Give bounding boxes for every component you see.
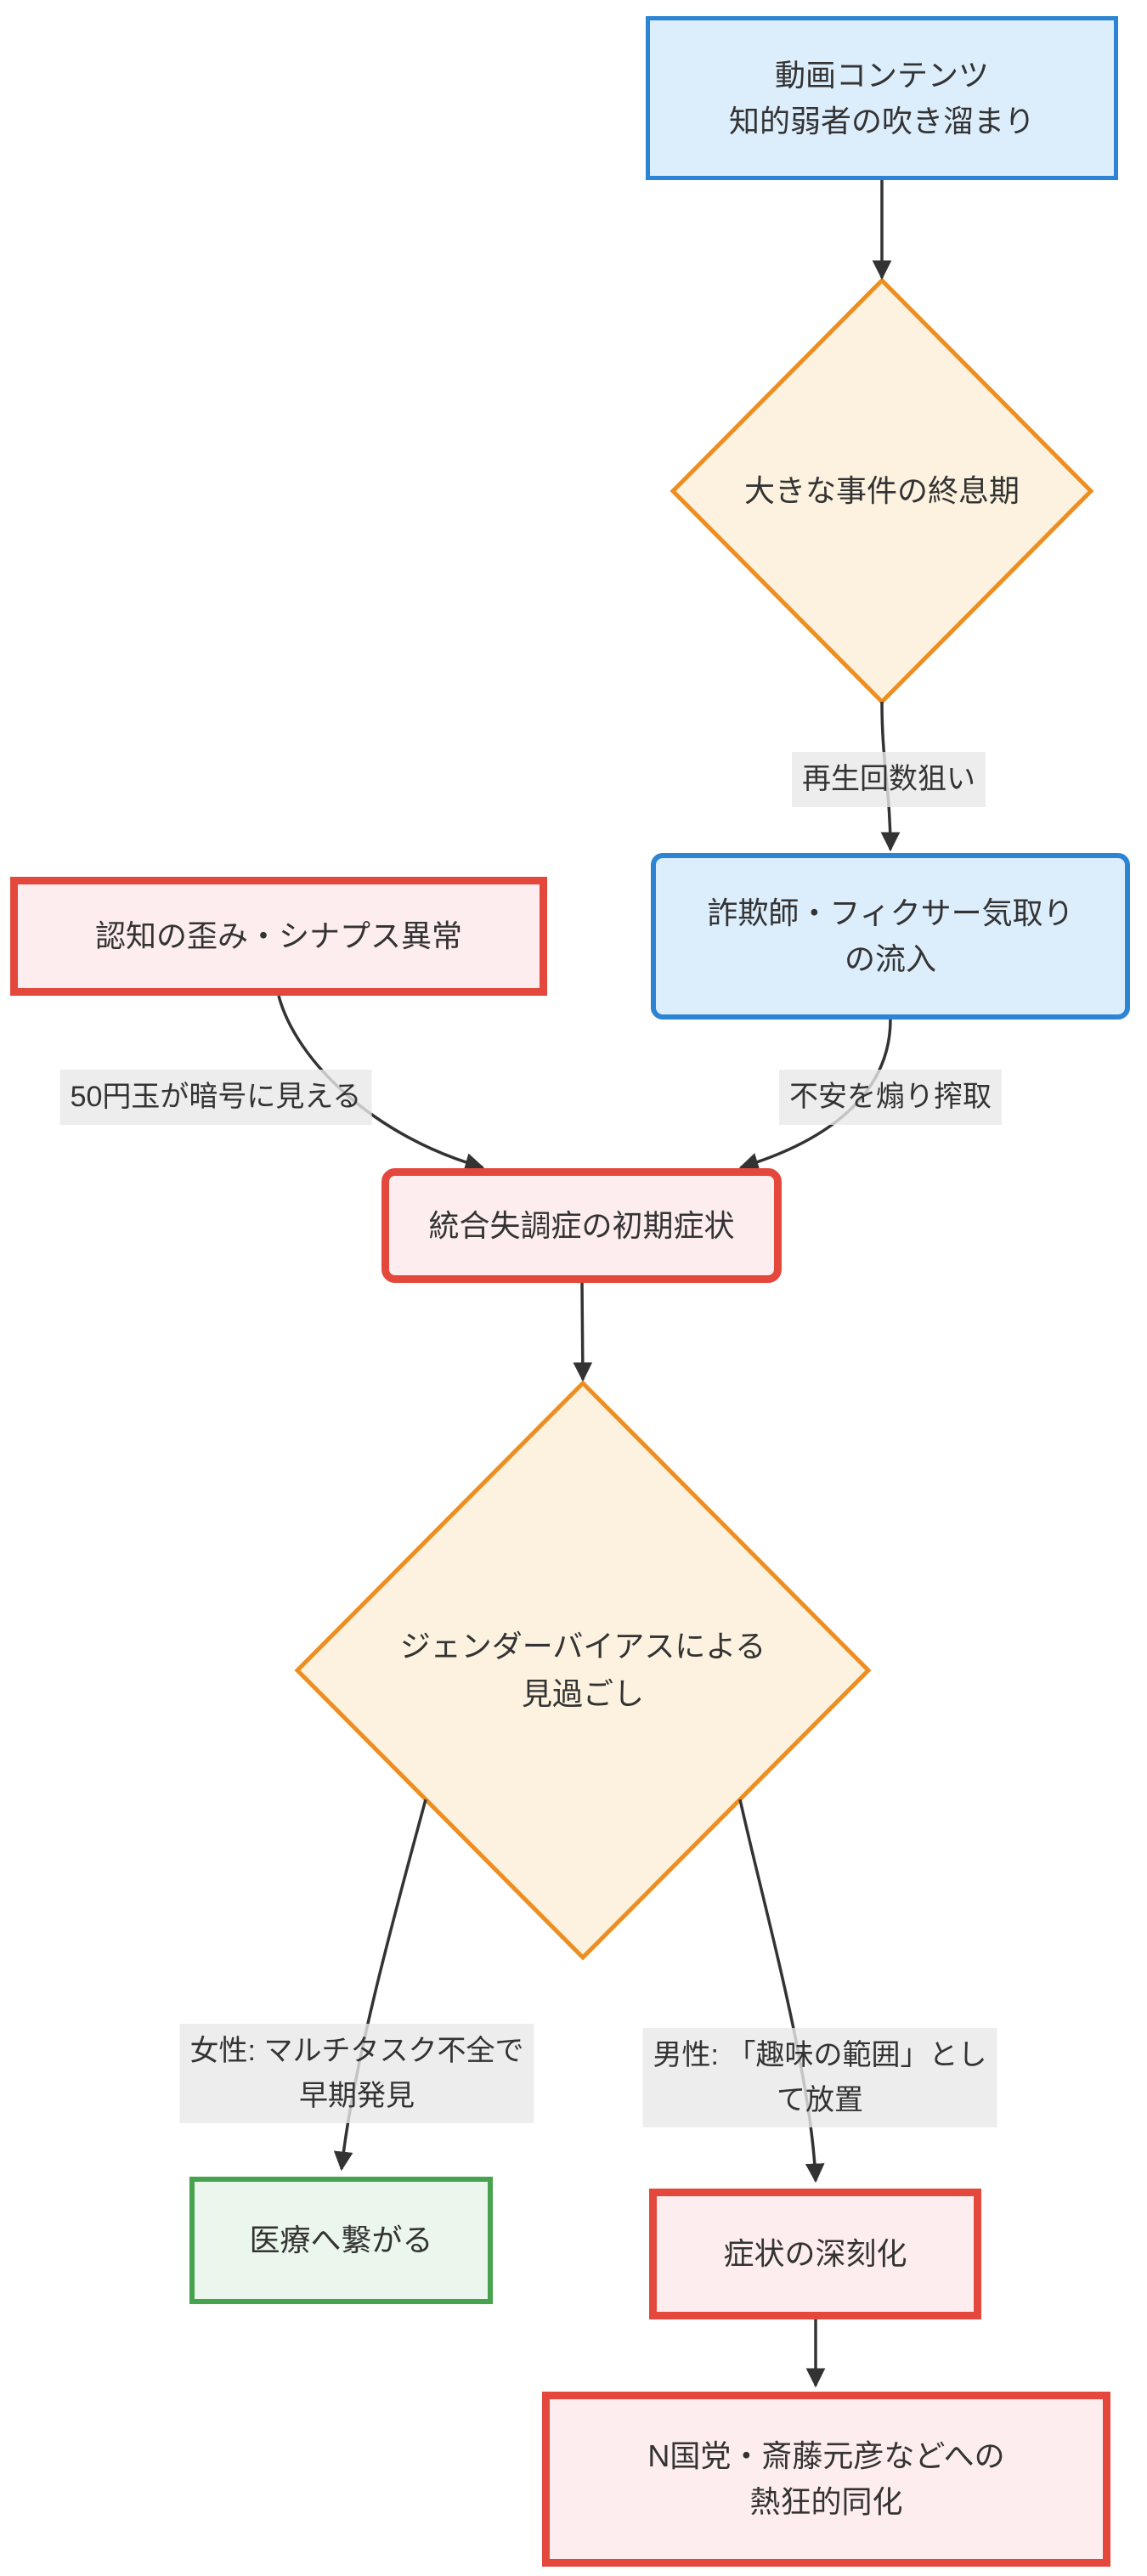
node-text-line: 医療へ繋がる [249, 2223, 433, 2257]
node-text-line: 動画コンテンツ [774, 57, 989, 93]
node-text-line: 症状の深刻化 [723, 2236, 907, 2271]
node-text-line: 詐欺師・フィクサー気取り [707, 895, 1074, 930]
edge-E-F [573, 1282, 593, 1382]
node-scammer-influx: 詐欺師・フィクサー気取り の流入 [651, 853, 1130, 1020]
edge-label-50yen-code: 50円玉が暗号に見える [59, 1070, 372, 1125]
node-symptom-worsening: 症状の深刻化 [649, 2189, 981, 2319]
node-schizophrenia-early-symptoms: 統合失調症の初期症状 [381, 1168, 782, 1283]
node-text-line: の流入 [844, 941, 936, 976]
edge-label-line: 女性: マルチタスク不全で [189, 2035, 524, 2067]
edge-label-line: 男性: 「趣味の範囲」とし [653, 2039, 987, 2071]
edge-label-text: 再生回数狙い [802, 763, 975, 795]
node-cognitive-distortion: 認知の歪み・シナプス異常 [10, 877, 547, 996]
edge-label-female-early-detect: 女性: マルチタスク不全で 早期発見 [179, 2024, 534, 2124]
edge-label-text: 50円玉が暗号に見える [70, 1081, 362, 1113]
edge-label-view-count: 再生回数狙い [792, 752, 986, 807]
edge-label-exploit-anxiety: 不安を煽り搾取 [779, 1070, 1002, 1125]
node-text-line: 統合失調症の初期症状 [428, 1207, 735, 1243]
node-medical-care: 医療へ繋がる [189, 2177, 493, 2304]
edge-label-text: 不安を煽り搾取 [789, 1081, 992, 1113]
node-text-line: 知的弱者の吹き溜まり [728, 103, 1035, 138]
node-text-line: N国党・斎藤元彦などへの [647, 2438, 1005, 2473]
node-text-line: 熱狂的同化 [749, 2484, 903, 2519]
diamond-major-incident [670, 277, 1094, 705]
diamond-gender-bias [294, 1380, 872, 1961]
edge-label-line: 早期発見 [299, 2079, 415, 2112]
edge-label-line: て放置 [777, 2083, 863, 2116]
node-video-content: 動画コンテンツ 知的弱者の吹き溜まり [646, 16, 1118, 180]
node-text-line: 認知の歪み・シナプス異常 [94, 918, 462, 953]
node-fanatic-assimilation: N国党・斎藤元彦などへの 熱狂的同化 [542, 2392, 1110, 2567]
edge-label-male-hobby-neglect: 男性: 「趣味の範囲」とし て放置 [642, 2028, 997, 2128]
edge-F-H [738, 1799, 825, 2183]
